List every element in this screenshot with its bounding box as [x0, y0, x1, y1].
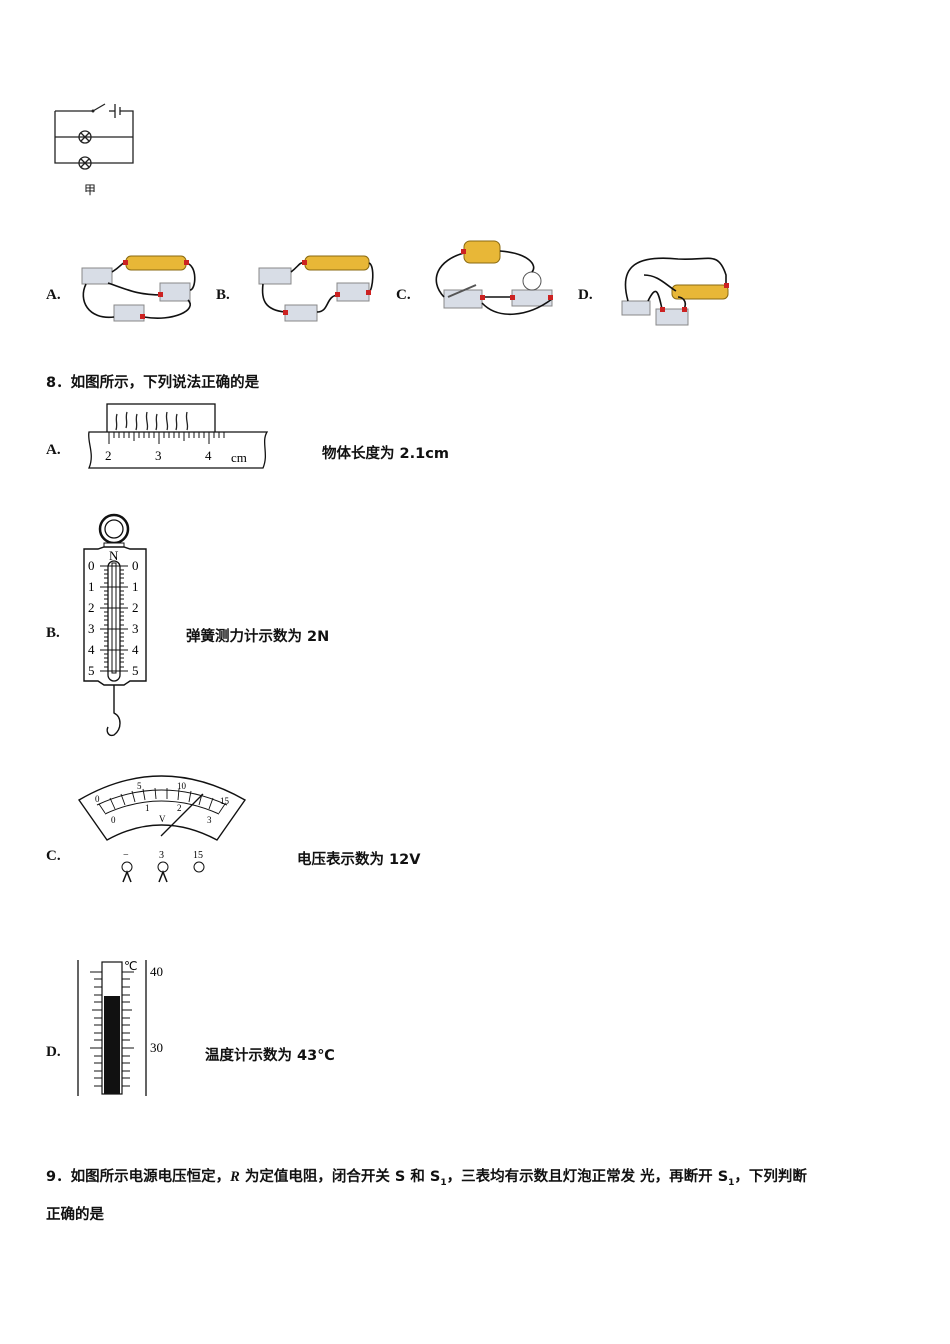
option-a-letter: A.: [46, 287, 61, 303]
thermometer-tick-40: 40: [150, 964, 163, 979]
q8-option-b-letter: B.: [46, 625, 60, 641]
scale-left-3: 3: [88, 621, 95, 636]
volt-upper-5: 5: [137, 781, 142, 791]
q9-text-d: ，下列判断: [734, 1169, 807, 1185]
q9-sub-2: 1: [728, 1177, 735, 1188]
volt-lower-1: 1: [145, 803, 150, 813]
q8-option-a-text: 物体长度为 2.1cm: [322, 446, 449, 462]
q8-option-c-text: 电压表示数为 12V: [297, 852, 421, 868]
q9-sub-1: 1: [440, 1177, 447, 1188]
scale-left-0: 0: [88, 558, 95, 573]
volt-lower-0: 0: [111, 815, 116, 825]
physical-circuit-c-figure: [435, 240, 553, 315]
volt-upper-10: 10: [177, 781, 187, 791]
scale-right-2: 2: [132, 600, 139, 615]
thermometer-unit: ℃: [124, 959, 137, 973]
terminal-negative-label: −: [123, 850, 129, 861]
q8-option-a-letter: A.: [46, 442, 61, 458]
q8-option-c-letter: C.: [46, 848, 61, 864]
question-9-line1: 9．如图所示电源电压恒定，R 为定值电阻，闭合开关 S 和 S1，三表均有示数且…: [46, 1165, 807, 1188]
scale-right-3: 3: [132, 621, 139, 636]
q8-option-d-text: 温度计示数为 43℃: [205, 1048, 335, 1064]
scale-right-0: 0: [132, 558, 139, 573]
spring-scale-unit: N: [109, 548, 119, 563]
scale-left-1: 1: [88, 579, 95, 594]
ruler-figure: 2 3 4 cm: [88, 403, 269, 469]
scale-right-4: 4: [132, 642, 139, 657]
scale-left-5: 5: [88, 663, 95, 678]
scale-left-4: 4: [88, 642, 95, 657]
volt-unit: V: [159, 814, 166, 824]
q9-text-c: ，三表均有示数且灯泡正常发 光，再断开 S: [446, 1169, 729, 1185]
physical-circuit-d-figure: [621, 257, 729, 326]
ruler-tick-3: 3: [155, 448, 162, 463]
question-8-stem: 8．如图所示，下列说法正确的是: [46, 375, 260, 391]
circuit-label: 甲: [84, 183, 97, 197]
q9-text-b: 为定值电阻，闭合开关 S 和 S: [239, 1169, 441, 1185]
scale-right-5: 5: [132, 663, 139, 678]
volt-lower-2: 2: [177, 803, 182, 813]
q9-text-a: 9．如图所示电源电压恒定，: [46, 1169, 231, 1185]
scale-right-1: 1: [132, 579, 139, 594]
terminal-3-label: 3: [159, 850, 164, 861]
physical-circuit-b-figure: [258, 255, 374, 322]
physical-circuit-a-figure: [81, 255, 196, 322]
q8-option-b-text: 弹簧测力计示数为 2N: [186, 629, 330, 645]
thermometer-tick-30: 30: [150, 1040, 163, 1055]
thermometer-figure: ℃ 40 30: [77, 959, 163, 1096]
ruler-unit: cm: [231, 450, 247, 465]
circuit-diagram-jia: [54, 103, 134, 170]
question-9-line2: 正确的是: [46, 1207, 104, 1223]
voltmeter-figure: 0 5 10 15 0 1 2 3 V − 3 15: [77, 775, 247, 883]
scale-left-2: 2: [88, 600, 95, 615]
option-c-letter: C.: [396, 287, 411, 303]
q8-option-d-letter: D.: [46, 1044, 61, 1060]
volt-upper-15: 15: [220, 796, 230, 806]
volt-lower-3: 3: [207, 815, 212, 825]
volt-upper-0: 0: [95, 794, 100, 804]
option-d-letter: D.: [578, 287, 593, 303]
ruler-tick-4: 4: [205, 448, 212, 463]
terminal-15-label: 15: [193, 850, 203, 861]
spring-scale-figure: N 0 1 2 3 4 5 0 1 2 3 4 5: [83, 513, 147, 737]
option-b-letter: B.: [216, 287, 230, 303]
q9-resistor-symbol: R: [230, 1169, 240, 1185]
ruler-tick-2: 2: [105, 448, 112, 463]
